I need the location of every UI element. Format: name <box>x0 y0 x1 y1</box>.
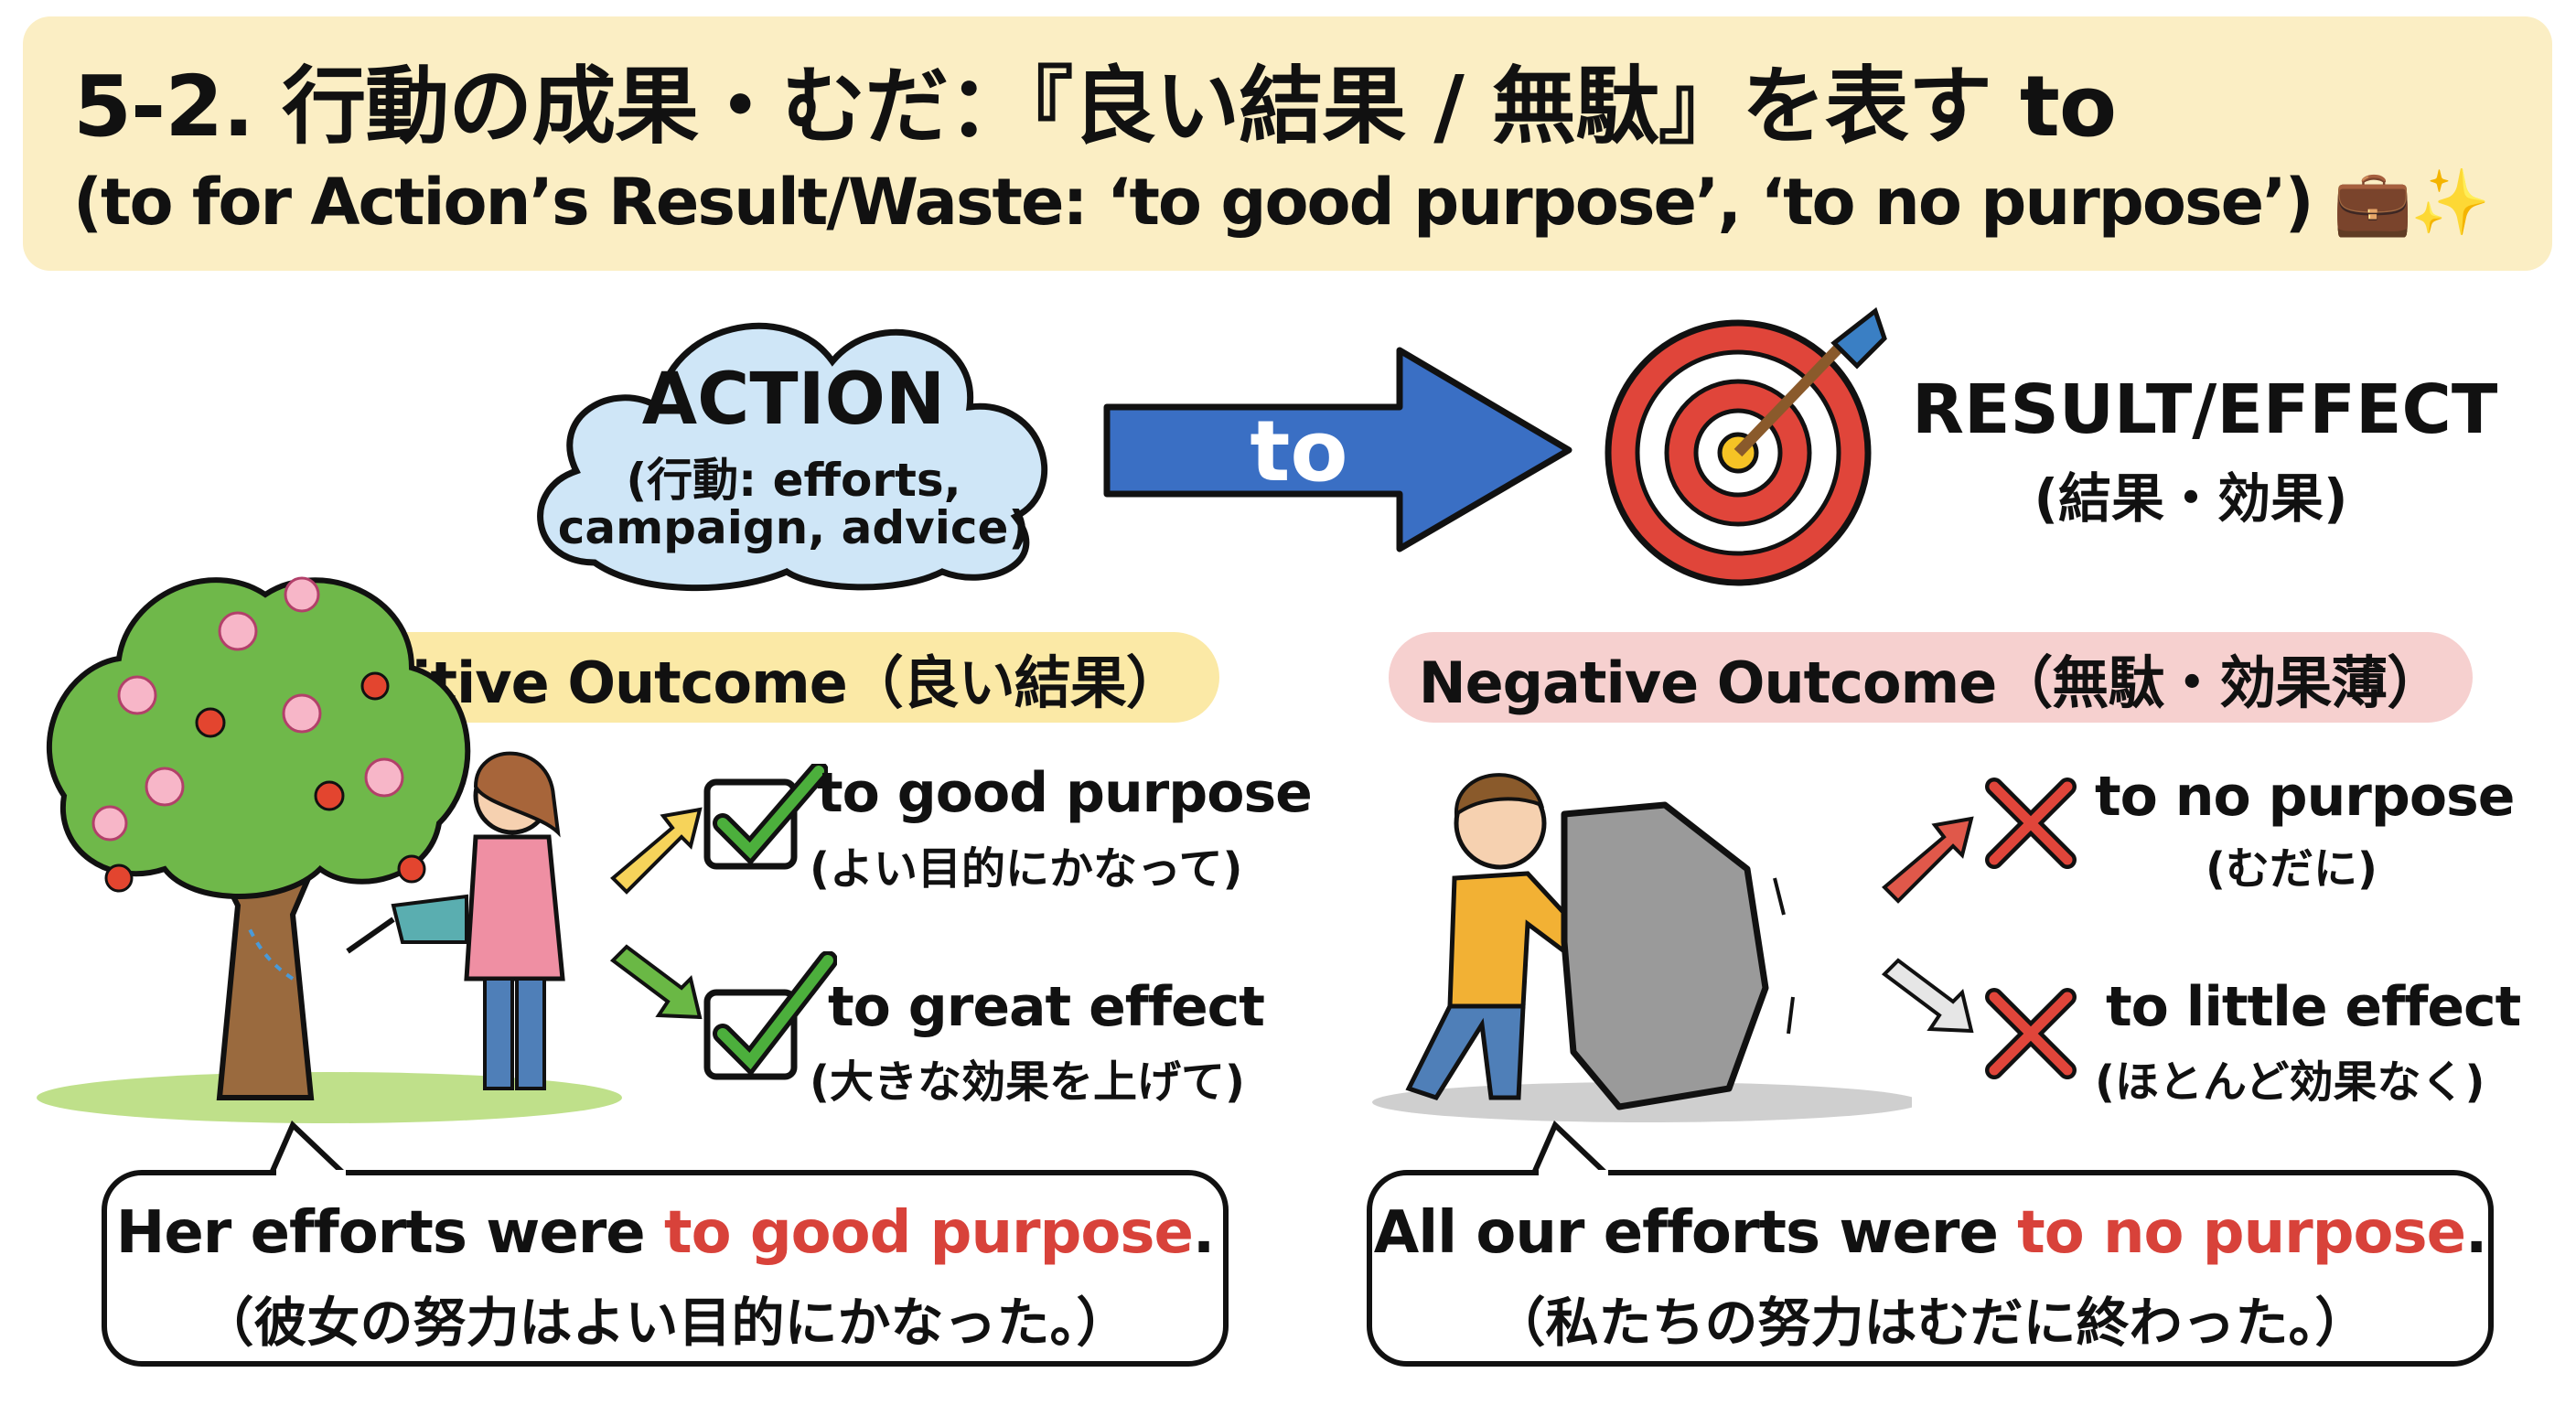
action-sub2: campaign, advice) <box>557 501 1030 554</box>
arrow-label: to <box>1250 402 1348 500</box>
positive-example-bubble: Her efforts were to good purpose. （彼女の努力… <box>102 1170 1229 1367</box>
subtitle-text: (to for Action’s Result/Waste: ‘to good … <box>73 165 2314 240</box>
negative-heading: Negative Outcome（無駄・効果薄） <box>1389 632 2473 723</box>
negative-example-en: All our efforts were to no purpose. <box>1373 1199 2488 1267</box>
positive-item-1-en: to good purpose <box>817 761 1313 825</box>
check-icon <box>703 764 828 870</box>
negative-item-2-en: to little effect <box>2106 975 2521 1039</box>
boy-pushing-rock-illustration <box>1372 773 1912 1122</box>
result-sub: (結果・効果) <box>2034 467 2348 530</box>
small-arrows-icon <box>1881 816 1974 1034</box>
negative-item-1-jp: (むだに) <box>2206 843 2377 895</box>
positive-item-2-jp: (大きな効果を上げて) <box>810 1056 1245 1108</box>
bubble-tail <box>267 1121 350 1180</box>
result-title: RESULT/EFFECT <box>1912 370 2498 449</box>
positive-item-2-en: to great effect <box>828 975 1265 1039</box>
right-arrow-icon <box>1103 347 1572 552</box>
positive-item-1-jp: (よい目的にかなって) <box>810 843 1243 895</box>
briefcase-icon: 💼 <box>2333 165 2412 240</box>
bubble-tail <box>1530 1121 1613 1180</box>
target-icon <box>1605 306 1887 586</box>
cross-icon <box>1985 778 2077 869</box>
check-icon <box>703 951 837 1080</box>
negative-item-1-en: to no purpose <box>2095 765 2515 829</box>
cross-icon <box>1985 988 2077 1079</box>
positive-example-en: Her efforts were to good purpose. <box>115 1199 1215 1267</box>
page-title: 5-2. 行動の成果・むだ：『良い結果 / 無駄』を表す to <box>73 58 2117 156</box>
negative-example-bubble: All our efforts were to no purpose. （私たち… <box>1367 1170 2494 1367</box>
tail-joint <box>276 1170 346 1176</box>
positive-example-jp: （彼女の努力はよい目的にかなった。） <box>200 1292 1130 1354</box>
action-cloud-icon <box>537 322 1048 592</box>
title-banner <box>23 16 2552 271</box>
action-title: ACTION <box>641 359 946 441</box>
negative-example-jp: （私たちの努力はむだに終わった。） <box>1492 1292 2368 1354</box>
negative-item-2-jp: (ほとんど効果なく) <box>2095 1056 2485 1108</box>
tree-girl-illustration <box>37 576 622 1123</box>
tail-joint <box>1539 1170 1608 1176</box>
sparkles-icon: ✨ <box>2410 165 2490 240</box>
action-sub1: (行動: efforts, <box>626 454 961 507</box>
page-subtitle: (to for Action’s Result/Waste: ‘to good … <box>73 165 2490 241</box>
small-arrows-icon <box>609 807 703 1020</box>
